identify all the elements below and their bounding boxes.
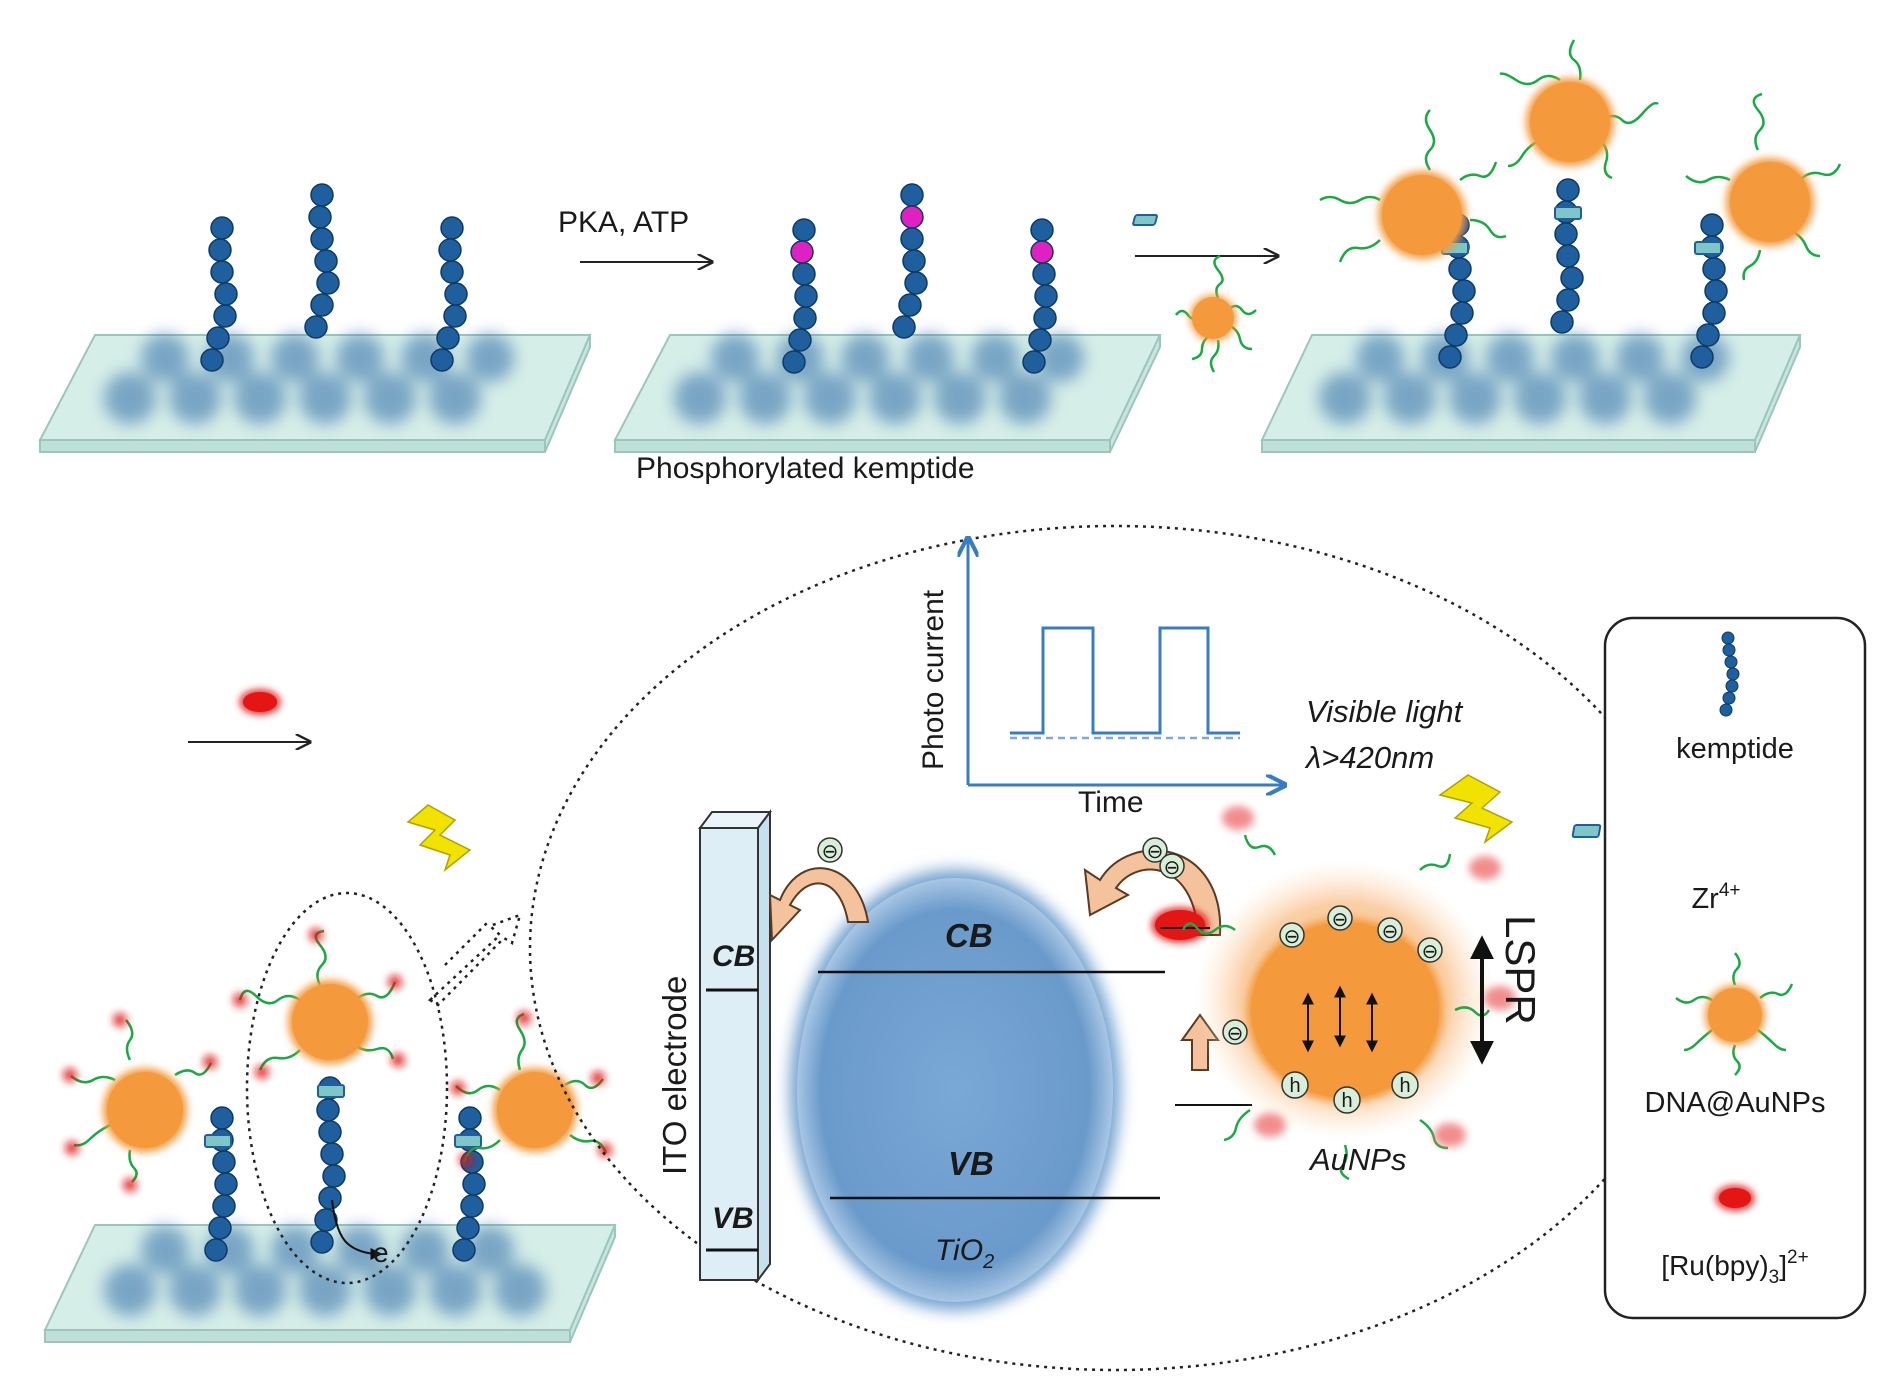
tio2-core xyxy=(797,878,1113,1302)
electron-icon: ⊖ xyxy=(1279,922,1305,948)
wavelength-label: λ>420nm xyxy=(1304,740,1434,775)
electron-symbol: ⊖ xyxy=(1147,841,1164,863)
dna-aunp-icon xyxy=(1175,254,1257,373)
lightning-icon xyxy=(406,804,472,873)
electron-transfer-arrow xyxy=(331,1199,383,1260)
lightning-icon xyxy=(1438,774,1514,845)
dna-aunp-icon xyxy=(1675,952,1794,1076)
dna-aunp-ru xyxy=(233,928,405,1079)
hole-icon: h xyxy=(1333,1086,1361,1114)
kemptide-chain xyxy=(310,1076,346,1254)
phosphorylated-kemptide-chain xyxy=(892,183,928,339)
photocurrent-trace xyxy=(1010,626,1240,735)
electron-symbol: ⊖ xyxy=(1382,921,1399,943)
electron-icon: ⊖ xyxy=(1417,937,1443,963)
tio2-vb-label: VB xyxy=(948,1145,994,1182)
kemptide-chain xyxy=(1550,178,1584,334)
tio2-label: TiO2 xyxy=(935,1234,994,1273)
aunp-lspr xyxy=(1181,806,1516,1181)
electron-icon: ⊖ xyxy=(817,837,843,863)
electron-symbol: ⊖ xyxy=(822,841,839,863)
tio2-subscript: 2 xyxy=(982,1251,994,1273)
kemptide-chain xyxy=(200,216,238,372)
zr-linkers xyxy=(1441,206,1722,255)
electron-label: e xyxy=(373,1237,389,1268)
lspr-label: LSPR xyxy=(1497,915,1544,1025)
electron-transfer-arrow-tio2-ito xyxy=(768,867,870,943)
electron-transfer-arrow-ru-tio2 xyxy=(1083,849,1222,936)
ito-cb-label: CB xyxy=(712,940,755,973)
dna-aunp xyxy=(1499,39,1659,180)
zr-ion-icon xyxy=(1571,824,1602,838)
zr-linkers xyxy=(204,1084,482,1148)
phosphorylated-kemptide-chain xyxy=(782,218,818,374)
legend-label-kemptide: kemptide xyxy=(1676,733,1794,765)
ru-subscript: 3 xyxy=(1769,1267,1780,1288)
ru-complex xyxy=(240,690,280,714)
ru-complex xyxy=(1152,908,1208,942)
electron-icon: ⊖ xyxy=(1142,837,1168,863)
electron-icon: ⊖ xyxy=(1159,853,1185,879)
x-axis-label: Time xyxy=(1078,786,1144,819)
photocurrent-plot: Photo current Time xyxy=(917,538,1285,819)
zoom-arrow xyxy=(427,912,522,1007)
electron-icon: ⊖ xyxy=(1327,905,1353,931)
zr-text: Zr xyxy=(1691,883,1719,915)
aunps-label: AuNPs xyxy=(1308,1142,1406,1177)
dna-aunp-ru xyxy=(451,1011,612,1167)
electron-symbol: ⊖ xyxy=(1422,941,1439,963)
ru-bracket: ] xyxy=(1779,1250,1787,1281)
dna-aunp-ru xyxy=(63,1013,217,1192)
substrate-plate-1 xyxy=(38,334,592,453)
electron-symbol: ⊖ xyxy=(1332,909,1349,931)
tio2-name: TiO xyxy=(935,1234,983,1267)
kemptide-chain xyxy=(430,216,468,372)
zr-charge: 4+ xyxy=(1719,880,1741,901)
electron-icon: ⊖ xyxy=(1222,1019,1248,1045)
zr-ion-icon xyxy=(1132,214,1158,226)
electron-symbol: ⊖ xyxy=(1164,857,1181,879)
zoom-region xyxy=(245,891,449,1285)
ru-text: [Ru(bpy) xyxy=(1661,1250,1768,1281)
hole-icon: h xyxy=(1391,1071,1419,1099)
dna-aunp xyxy=(1319,109,1507,263)
legend: kemptide Zr4+ DNA@AuNPs [Ru(bpy)3]2+ xyxy=(1571,616,1867,1320)
y-axis-label: Photo current xyxy=(917,589,950,770)
electron-icon: ⊖ xyxy=(1377,917,1403,943)
hole-symbol: h xyxy=(1289,1075,1300,1097)
electron-symbol: ⊖ xyxy=(1227,1023,1244,1045)
tio2-cb-label: CB xyxy=(945,917,993,954)
phosphorylated-kemptide-chain xyxy=(1022,218,1058,374)
kemptide-icon xyxy=(1719,631,1740,717)
step-arrow-phosphorylation: PKA, ATP xyxy=(558,206,712,262)
ito-vb-label: VB xyxy=(712,1202,754,1235)
legend-label-zr: Zr4+ xyxy=(1691,880,1740,915)
reagents-label: PKA, ATP xyxy=(558,206,689,239)
legend-label-dna-aunps: DNA@AuNPs xyxy=(1645,1087,1826,1119)
electron-symbol: ⊖ xyxy=(1284,926,1301,948)
legend-label-ru: [Ru(bpy)3]2+ xyxy=(1661,1247,1808,1288)
substrate-plate-2 xyxy=(613,334,1162,453)
dna-aunp xyxy=(1685,92,1842,281)
ito-electrode: CB VB xyxy=(698,809,772,1283)
phosphorylated-kemptide-label: Phosphorylated kemptide xyxy=(636,452,975,485)
hole-symbol: h xyxy=(1399,1075,1410,1097)
step-arrow-assembly xyxy=(1132,214,1278,373)
hole-symbol: h xyxy=(1341,1090,1352,1112)
visible-light-label: Visible light xyxy=(1306,694,1464,729)
ito-electrode-label: ITO electrode xyxy=(656,976,693,1175)
hole-icon: h xyxy=(1281,1071,1309,1099)
ru-complex-icon xyxy=(1716,1186,1754,1210)
substrate-plate-3 xyxy=(1260,334,1802,453)
ru-charge: 2+ xyxy=(1787,1247,1809,1268)
kemptide-chain xyxy=(304,183,340,339)
